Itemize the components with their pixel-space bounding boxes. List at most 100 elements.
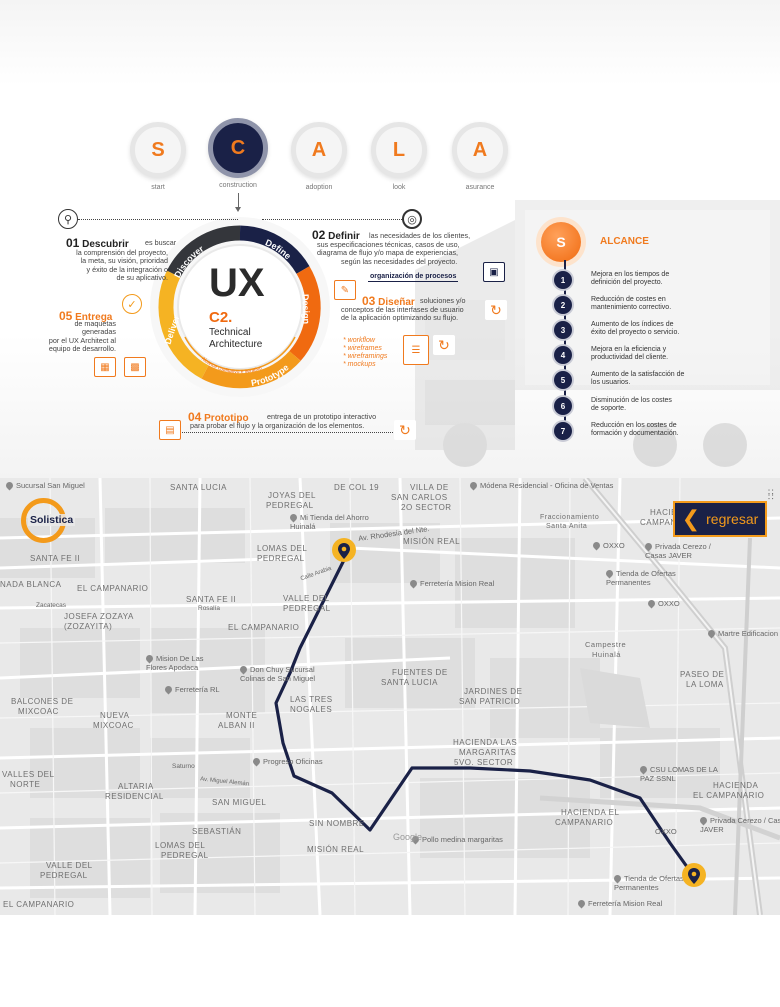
map-label: RESIDENCIAL — [105, 792, 164, 801]
map-poi[interactable]: Ferretería Mision Real — [576, 898, 662, 909]
alcance-item-number: 7 — [554, 422, 572, 440]
map-label: JARDINES DE — [464, 687, 523, 696]
check-icon: ✓ — [122, 294, 142, 314]
step-03-number: 03 — [362, 294, 376, 308]
step-04-number: 04 — [188, 410, 202, 424]
ring-center-line2: Architecture — [209, 339, 263, 350]
map-label: SIN NOMBRE — [309, 819, 365, 828]
step-04-title: Prototipo — [204, 413, 249, 424]
map-poi[interactable]: CSU LOMAS DE LA PAZ SSNL — [638, 764, 718, 783]
deliverable-item: * wireframings — [343, 353, 388, 360]
map-poi[interactable]: Ferretería Mision Real — [408, 578, 494, 589]
step-02-text: sus especificaciones técnicas, casos de … — [317, 240, 487, 266]
map-poi[interactable]: Don Chuy Sucursal Colinas de San Miguel — [238, 664, 316, 683]
scala-label: start — [151, 184, 165, 191]
map-label: Campestre — [585, 640, 627, 649]
map-label: CAMPANARIO — [640, 518, 699, 527]
map-label: 5VO. SECTOR — [454, 758, 514, 767]
scala-label: look — [392, 184, 406, 191]
map-poi[interactable]: Tienda de Ofertas Permanentes — [612, 873, 684, 892]
map-label: MIXCOAC — [18, 707, 59, 716]
map-poi[interactable]: Ferretería RL — [163, 684, 220, 695]
alcance-title: ALCANCE — [600, 236, 649, 247]
map-label: FUENTES DE — [392, 668, 448, 677]
map-poi[interactable]: Privada Cerezo / Casas JAVER — [698, 815, 780, 834]
street-label: Saturno — [172, 763, 195, 770]
map-label: SEBASTIÁN — [192, 827, 242, 836]
ring-center-code: C2. — [209, 309, 232, 326]
map-poi[interactable]: Mision De Las Flores Apodaca — [144, 653, 204, 672]
ring-segment-design: Design — [300, 294, 311, 324]
step-02-heading: 02 Definir — [312, 228, 360, 242]
map-label: Santa Anita — [546, 523, 588, 530]
map-poi[interactable]: Privada Cerezo / Casas JAVER — [643, 541, 711, 560]
page-footer — [0, 915, 780, 1007]
map-poi[interactable]: Martre Edificacion — [706, 628, 778, 639]
route-origin-pin-icon[interactable] — [332, 538, 356, 568]
map-label: SAN MIGUEL — [212, 798, 267, 807]
google-watermark: Google — [393, 832, 423, 842]
map-label: PASEO DE — [680, 670, 725, 679]
step-05-number: 05 — [59, 309, 73, 323]
step-05-title: Entrega — [75, 312, 113, 323]
step-02-text-l4: según las necesidades del proyecto. — [341, 256, 458, 266]
step-01-number: 01 — [66, 236, 80, 250]
step-03-title: Diseñar — [378, 297, 415, 308]
map-label: DE COL 19 — [334, 483, 380, 492]
step-01-text-l4: y éxito de la integración o — [86, 264, 168, 274]
map-poi[interactable]: Pollo medina margaritas — [410, 834, 503, 845]
step-03-text-l2: conceptos de las interfases de usuario — [341, 305, 464, 314]
scala-step-construction: C construction — [208, 118, 268, 189]
map-poi[interactable]: Módena Residencial - Oficina de Ventas — [468, 480, 613, 491]
scala-letter: L — [371, 122, 427, 178]
scala-letter: A — [452, 122, 508, 178]
alcance-item-number: 1 — [554, 271, 572, 289]
step-02-text-l3: diagrama de flujo y/o mapa de experienci… — [317, 248, 459, 258]
step-03-text: conceptos de las interfases de usuario d… — [341, 305, 491, 323]
deliverable-item: * workflow — [343, 337, 375, 344]
map-poi[interactable]: Tienda de Ofertas Permanentes — [604, 568, 676, 587]
route-destination-pin-icon[interactable] — [682, 863, 706, 893]
map-pin-icon — [591, 540, 602, 551]
route-path — [274, 559, 697, 879]
step-05-text-l3: equipo de desarrollo. — [48, 344, 116, 354]
step-02-title: Definir — [328, 231, 360, 242]
map-label: EL CAMPANARIO — [3, 900, 75, 909]
map-poi[interactable]: OXXO — [591, 540, 625, 551]
map-poi[interactable]: Sucursal San Miguel — [4, 480, 85, 491]
map-label: NADA BLANCA — [0, 580, 62, 589]
screen-icon: ▩ — [124, 357, 146, 377]
map-label: VALLE DEL — [46, 861, 93, 870]
alcance-item-number: 3 — [554, 321, 572, 339]
deliverable-item: * wireframes — [343, 345, 382, 352]
solistica-logo-icon: S — [541, 222, 581, 262]
map-label: BALCONES DE — [11, 697, 74, 706]
street-label: Zacatecas — [36, 602, 66, 609]
map-poi[interactable]: OXXO — [655, 827, 677, 836]
map-poi[interactable]: OXXO — [646, 598, 680, 609]
alcance-item-number: 5 — [554, 371, 572, 389]
map-poi[interactable]: Mi Tienda del Ahorro Huinalá — [288, 512, 369, 531]
map-label: LOMAS DEL — [155, 841, 206, 850]
scala-infographic: S start C construction A adoption L look… — [0, 0, 780, 478]
ring-center-title: UX — [209, 261, 265, 305]
back-button[interactable]: ❮ regresar — [673, 501, 767, 537]
map-poi[interactable]: Progreso Oficinas — [251, 756, 323, 767]
step-02-text-l2: sus especificaciones técnicas, casos de … — [317, 240, 460, 249]
map-label: 2O SECTOR — [401, 503, 452, 512]
map-label: CAMPANARIO — [555, 818, 614, 827]
refresh-icon: ↻ — [485, 300, 507, 320]
grid-dots-icon[interactable]: ∷∷ — [768, 487, 774, 502]
scala-letter: C — [208, 118, 268, 178]
scala-step-look: L look — [369, 122, 429, 191]
truck-background-image — [415, 200, 780, 467]
route-map[interactable]: SANTA LUCIA DE COL 19 VILLA DE SAN CARLO… — [0, 478, 780, 915]
map-label: VALLE DEL — [283, 594, 330, 603]
step-01-text-l5: de su aplicativo. — [116, 273, 168, 283]
